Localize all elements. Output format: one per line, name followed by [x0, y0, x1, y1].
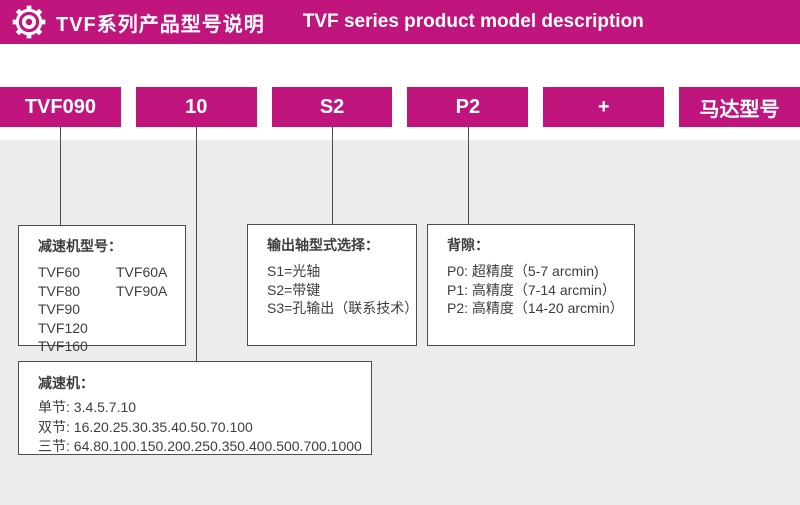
callout-ratio-title: 减速机： [38, 375, 94, 391]
shaft-item: S3=孔输出（联系技术） [267, 300, 419, 317]
backlash-item: P2: 高精度（14-20 arcmin） [447, 300, 624, 317]
backlash-item: P0: 超精度（5-7 arcmin) [447, 263, 599, 279]
connector-line-backlash [468, 127, 469, 225]
connector-line-shaft [332, 127, 333, 225]
code-segment-plus: + [543, 87, 665, 127]
model-item: TVF90 [38, 301, 81, 318]
header-bar: TVF系列产品型号说明 TVF series product model des… [0, 0, 800, 44]
code-segment-motor: 马达型号 [679, 87, 800, 127]
callout-backlash-title: 背隙： [447, 237, 489, 253]
header-title-en: TVF series product model description [302, 11, 644, 32]
code-segment-ratio: 10 [135, 87, 257, 127]
model-item: TVF80 [38, 282, 81, 299]
connector-line-series [60, 127, 61, 225]
callout-ratio-box: 减速机： 单节: 3.4.5.7.10 双节: 16.20.25.30.35.4… [18, 361, 372, 455]
callout-backlash-box: 背隙： P0: 超精度（5-7 arcmin) P1: 高精度（7-14 arc… [427, 224, 635, 346]
callout-model-title: 减速机型号： [38, 238, 122, 254]
backlash-item: P1: 高精度（7-14 arcmin） [447, 281, 616, 298]
callout-model-box: 减速机型号： TVF60 TVF80 TVF90 TVF120 TVF160 T… [18, 225, 186, 354]
callout-model-columns: TVF60 TVF80 TVF90 TVF120 TVF160 TVF60A T… [38, 263, 179, 356]
header-title-zh: TVF系列产品型号说明 [56, 13, 265, 36]
shaft-item: S2=带键 [267, 281, 321, 298]
code-segment-shaft: S2 [271, 87, 393, 127]
connector-line-ratio [196, 127, 197, 361]
model-item: TVF60 [38, 264, 81, 280]
ratio-item: 双节: 16.20.25.30.35.40.50.70.100 [38, 418, 253, 435]
model-code-row: TVF090 10 S2 P2 + 马达型号 [0, 87, 800, 127]
model-item: TVF90A [116, 282, 168, 299]
model-item: TVF60A [116, 264, 168, 280]
model-item: TVF160 [38, 338, 88, 355]
code-segment-series: TVF090 [0, 87, 121, 127]
model-item: TVF120 [38, 319, 88, 336]
callout-shaft-box: 输出轴型式选择： S1=光轴 S2=带键 S3=孔输出（联系技术） [247, 224, 419, 346]
ratio-item: 单节: 3.4.5.7.10 [38, 399, 137, 415]
callout-model-col2: TVF60A TVF90A [116, 263, 179, 356]
code-segment-backlash: P2 [407, 87, 529, 127]
ratio-item: 三节: 64.80.100.150.200.250.350.400.500.70… [38, 438, 362, 455]
callout-model-col1: TVF60 TVF80 TVF90 TVF120 TVF160 [38, 263, 116, 356]
shaft-item: S1=光轴 [267, 263, 321, 279]
gear-icon [10, 3, 48, 41]
callout-shaft-title: 输出轴型式选择： [267, 237, 379, 253]
